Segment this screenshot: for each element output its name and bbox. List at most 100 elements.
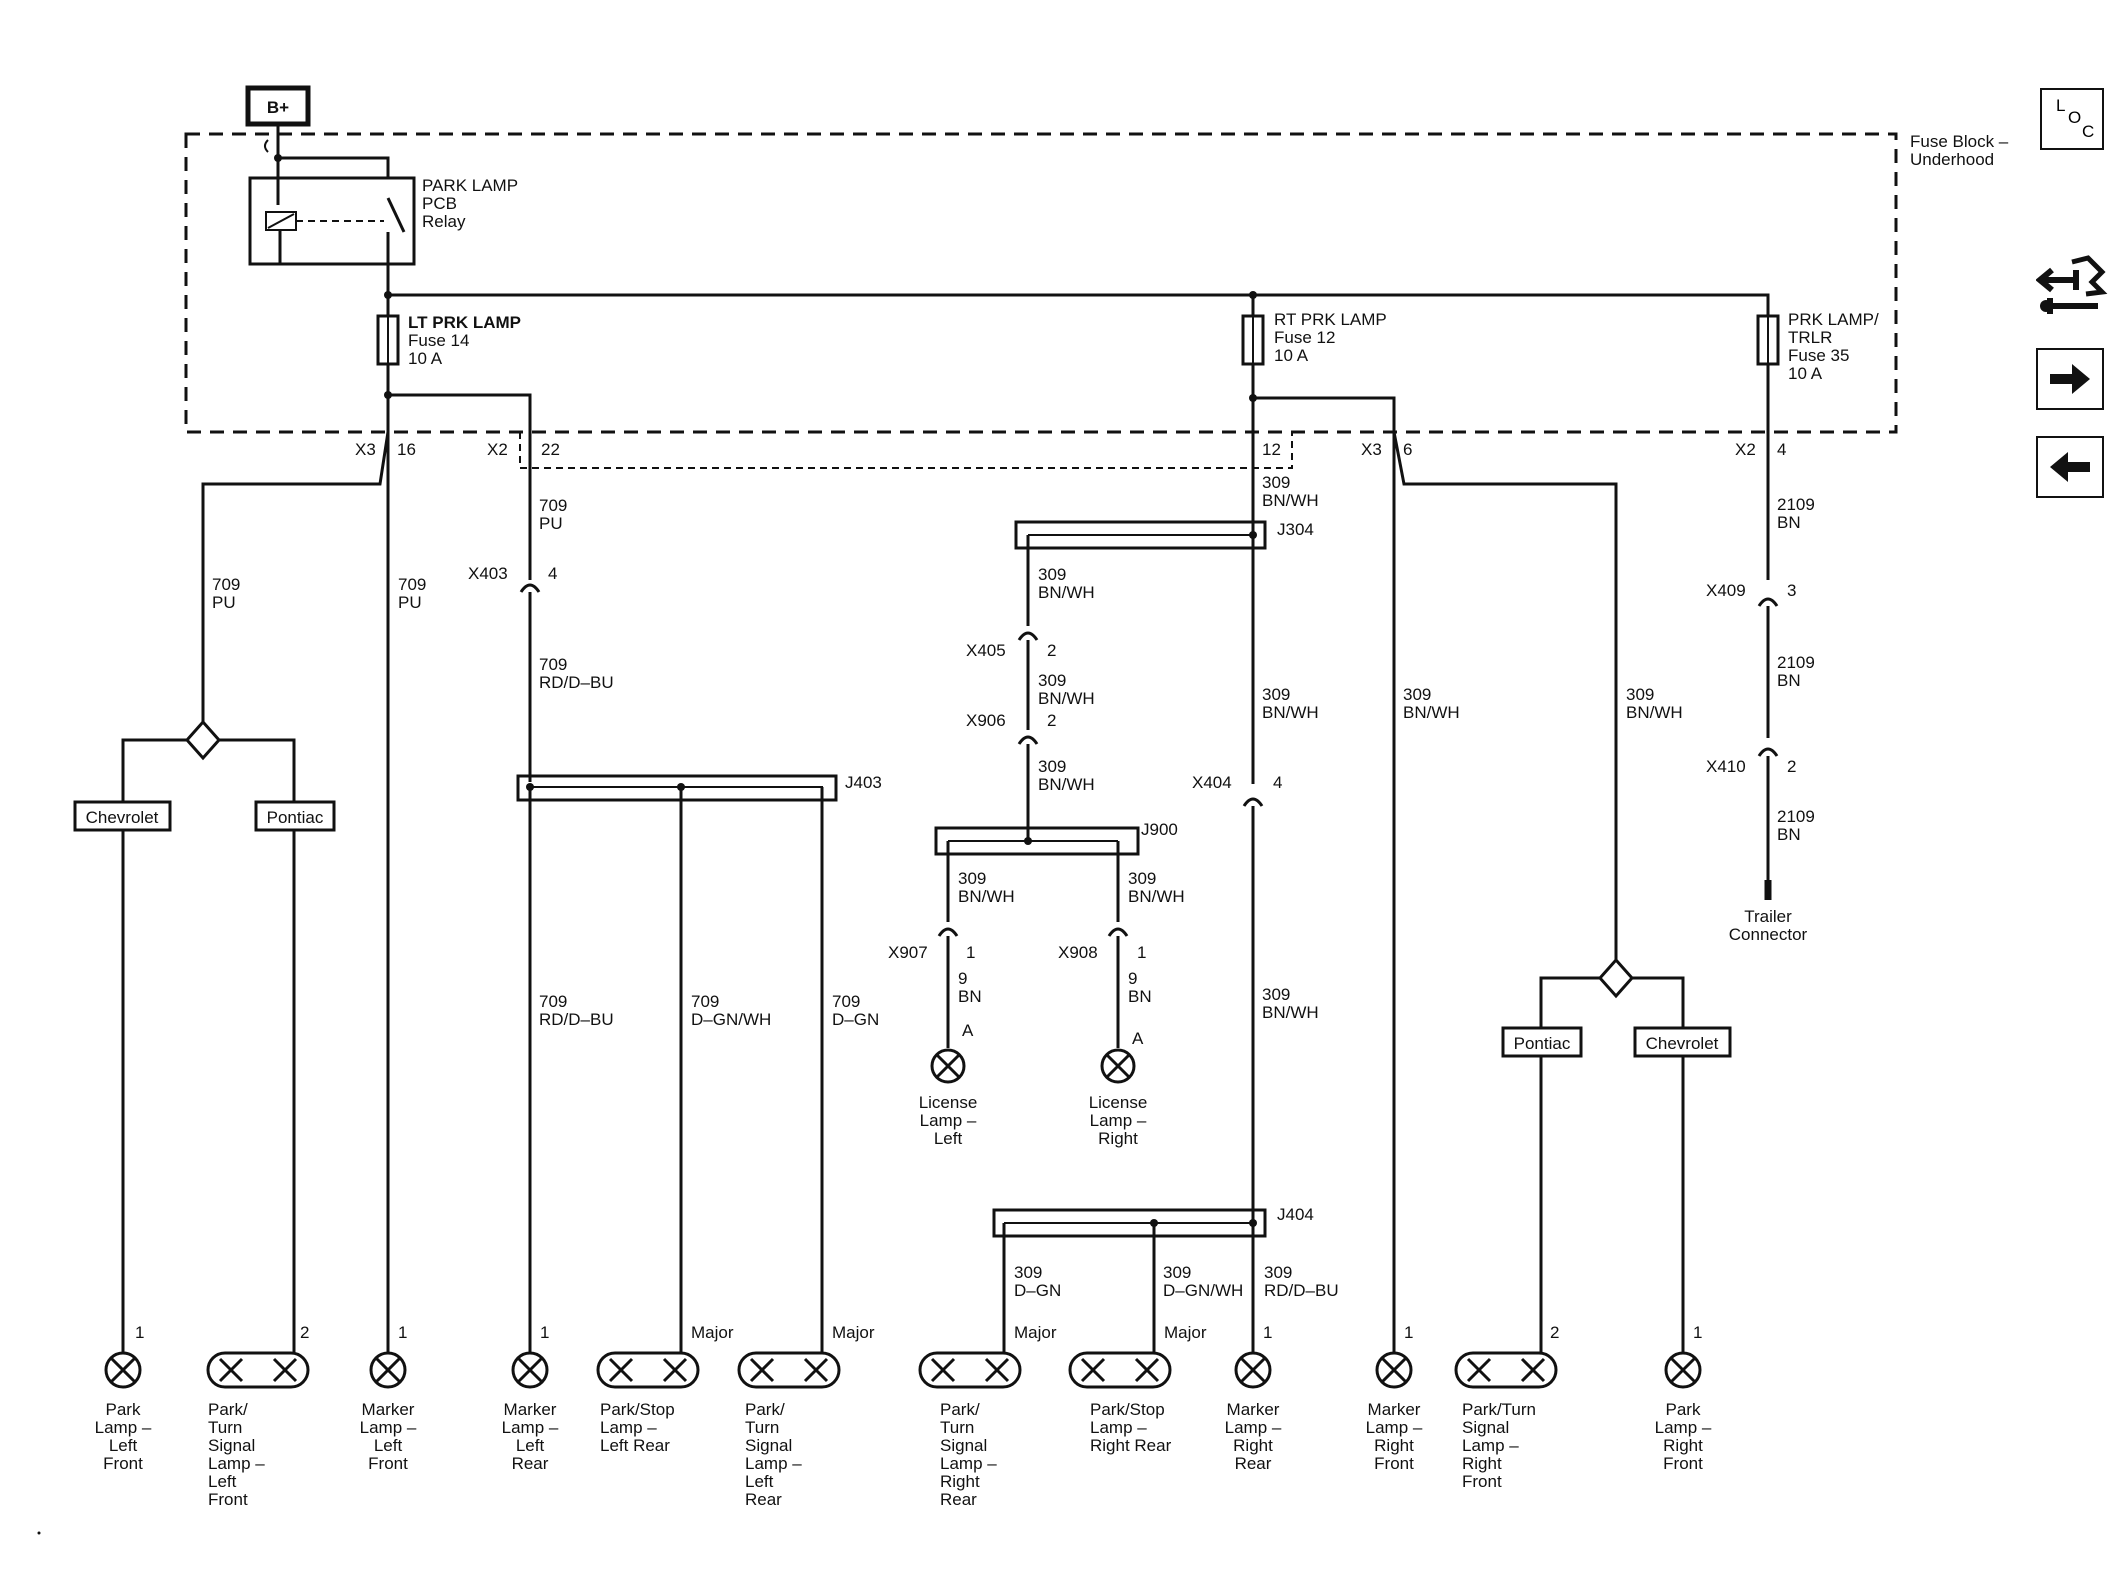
x907-connector: X907: [888, 943, 928, 962]
wire-9-l-num: 9: [958, 969, 967, 988]
wire-309-rddbu-num: 309: [1264, 1263, 1292, 1282]
wire-2109-a-num: 2109: [1777, 495, 1815, 514]
license-lamp-right-label-2: Lamp –: [1090, 1111, 1147, 1130]
wire-309-top-color: BN/WH: [1262, 491, 1319, 510]
wire-2109-c-color: BN: [1777, 825, 1801, 844]
wire-709-dgn-num: 709: [832, 992, 860, 1011]
wire-309-x405-color: BN/WH: [1038, 689, 1095, 708]
fuse-block-label-2: Underhood: [1910, 150, 1994, 169]
bottom-lamp-11-label-4: Right: [1462, 1454, 1502, 1473]
power-source-label: B+: [267, 98, 289, 117]
bottom-lamp-4-pin: 1: [540, 1323, 549, 1342]
wire-309-far-color: BN/WH: [1626, 703, 1683, 722]
x3-right-pin: 6: [1403, 440, 1412, 459]
bottom-lamp-9-label-3: Right: [1233, 1436, 1273, 1455]
previous-page-button[interactable]: [2036, 436, 2104, 498]
x3-right-connector: X3: [1361, 440, 1382, 459]
right-arrow-icon: [2050, 364, 2090, 394]
license-lamp-right-label-1: License: [1089, 1093, 1148, 1112]
trailer-connector-label-1: Trailer: [1744, 907, 1792, 926]
bottom-lamp-1-pin: 1: [135, 1323, 144, 1342]
wire-309-x3-num: 309: [1403, 685, 1431, 704]
wire-309-dgnwh-color: D–GN/WH: [1163, 1281, 1243, 1300]
location-view-button[interactable]: L O C: [2040, 88, 2104, 150]
bottom-lamp-10-label-4: Front: [1374, 1454, 1414, 1473]
wire-309-x3-color: BN/WH: [1403, 703, 1460, 722]
license-lamp-right-label-3: Right: [1098, 1129, 1138, 1148]
wire-309-l-color: BN/WH: [958, 887, 1015, 906]
bottom-lamp-2-label-2: Turn: [208, 1418, 242, 1437]
license-lamp-left-pin: A: [962, 1021, 974, 1040]
wire-2109-a-color: BN: [1777, 513, 1801, 532]
next-page-button[interactable]: [2036, 348, 2104, 410]
x907-pin: 1: [966, 943, 975, 962]
bottom-lamp-9-label-1: Marker: [1227, 1400, 1280, 1419]
bottom-lamp-11-label-2: Signal: [1462, 1418, 1509, 1437]
bottom-lamp-11-label-3: Lamp –: [1462, 1436, 1519, 1455]
fuse-park-lamp-trailer: PRK LAMP/ TRLR Fuse 35 10 A: [1756, 310, 1879, 383]
wire-309-main2-color: BN/WH: [1262, 1003, 1319, 1022]
wire-709-pu-a-num: 709: [212, 575, 240, 594]
bottom-lamp-6-label-2: Turn: [745, 1418, 779, 1437]
fuse-trlr-label-1: PRK LAMP/: [1788, 310, 1879, 329]
bottom-lamp-7-label-6: Rear: [940, 1490, 977, 1509]
bottom-lamp-5-pin: Major: [691, 1323, 734, 1342]
bottom-lamp-5-label-2: Lamp –: [600, 1418, 657, 1437]
bottom-lamp-3-pin: 1: [398, 1323, 407, 1342]
battery-positive-source: B+: [245, 85, 311, 158]
x403-pin: 4: [548, 564, 557, 583]
wire-309-r-num: 309: [1128, 869, 1156, 888]
bottom-lamp-4-label-2: Lamp –: [502, 1418, 559, 1437]
bottom-lamp-6-label-5: Left: [745, 1472, 774, 1491]
connector-view-icon[interactable]: [2035, 252, 2108, 324]
fuse-trlr-label-2: TRLR: [1788, 328, 1832, 347]
loc-letter-o: O: [2068, 108, 2082, 127]
wire-309-main2-num: 309: [1262, 985, 1290, 1004]
wire-9-r-color: BN: [1128, 987, 1152, 1006]
fuse-lt-label-2: Fuse 14: [408, 331, 469, 350]
wire-709-rd-b-color: RD/D–BU: [539, 1010, 614, 1029]
license-lamp-right-pin: A: [1132, 1029, 1144, 1048]
x2-left-connector: X2: [487, 440, 508, 459]
x409-pin: 3: [1787, 581, 1796, 600]
wire-709-pu-c-num: 709: [539, 496, 567, 515]
x908-connector: X908: [1058, 943, 1098, 962]
option-chevrolet-right-label: Chevrolet: [1646, 1034, 1719, 1053]
bottom-lamp-6-label-6: Rear: [745, 1490, 782, 1509]
bottom-lamp-2-label-5: Left: [208, 1472, 237, 1491]
bottom-lamp-9-label-4: Rear: [1235, 1454, 1272, 1473]
splice-j900-label: J900: [1141, 820, 1178, 839]
x403-connector: X403: [468, 564, 508, 583]
bottom-lamp-7-pin: Major: [1014, 1323, 1057, 1342]
x409-connector: X409: [1706, 581, 1746, 600]
bottom-lamp-10-label-1: Marker: [1368, 1400, 1421, 1419]
wire-709-pu-b-color: PU: [398, 593, 422, 612]
bottom-lamp-10-label-2: Lamp –: [1366, 1418, 1423, 1437]
wire-309-dgn-color: D–GN: [1014, 1281, 1061, 1300]
splice-j404: [992, 1208, 1267, 1238]
bottom-lamp-2-pin: 2: [300, 1323, 309, 1342]
bottom-lamp-11-pin: 2: [1550, 1323, 1559, 1342]
fuse-lt-label-1: LT PRK LAMP: [408, 313, 521, 332]
option-chevrolet-left-label: Chevrolet: [86, 808, 159, 827]
bottom-lamp-2-label-6: Front: [208, 1490, 248, 1509]
bottom-lamp-4-label-4: Rear: [512, 1454, 549, 1473]
license-lamp-left-label-2: Lamp –: [920, 1111, 977, 1130]
bottom-lamp-1-label-4: Front: [103, 1454, 143, 1473]
fuse-trlr-label-3: Fuse 35: [1788, 346, 1849, 365]
bottom-lamp-11-label-1: Park/Turn: [1462, 1400, 1536, 1419]
bottom-lamp-5-label-3: Left Rear: [600, 1436, 670, 1455]
x404-pin: 4: [1273, 773, 1282, 792]
wire-709-dgnwh-num: 709: [691, 992, 719, 1011]
bottom-lamp-10-pin: 1: [1404, 1323, 1413, 1342]
x2-trlr-pin: 4: [1777, 440, 1786, 459]
wire-309-main-color: BN/WH: [1262, 703, 1319, 722]
bottom-lamp-6-label-1: Park/: [745, 1400, 785, 1419]
fuse-rt-label-3: 10 A: [1274, 346, 1309, 365]
bottom-lamp-8-pin: Major: [1164, 1323, 1207, 1342]
